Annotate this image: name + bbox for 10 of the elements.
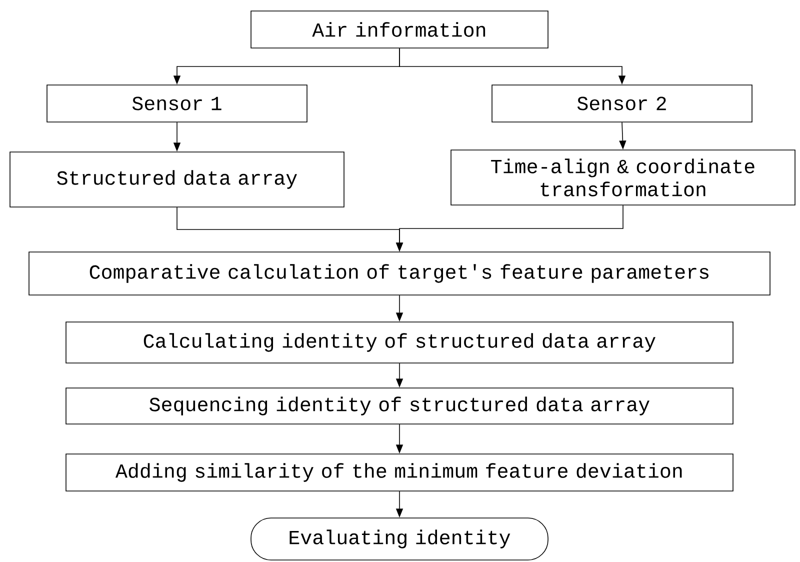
process-box: Adding similarity of the minimum feature deviation <box>66 454 734 492</box>
terminal-box: Evaluating identity <box>250 518 548 560</box>
process-box: Sensor 1 <box>46 84 308 122</box>
process-box: Structured data array <box>10 152 344 208</box>
process-box: Sensor 2 <box>492 84 752 122</box>
process-box: Sequencing identity of structured data array <box>66 388 734 424</box>
process-box: Comparative calculation of target's feature parameters <box>28 252 770 296</box>
process-box: Time-align & coordinate transformation <box>450 150 796 206</box>
process-box: Air information <box>250 10 548 48</box>
process-box: Calculating identity of structured data array <box>66 322 734 364</box>
